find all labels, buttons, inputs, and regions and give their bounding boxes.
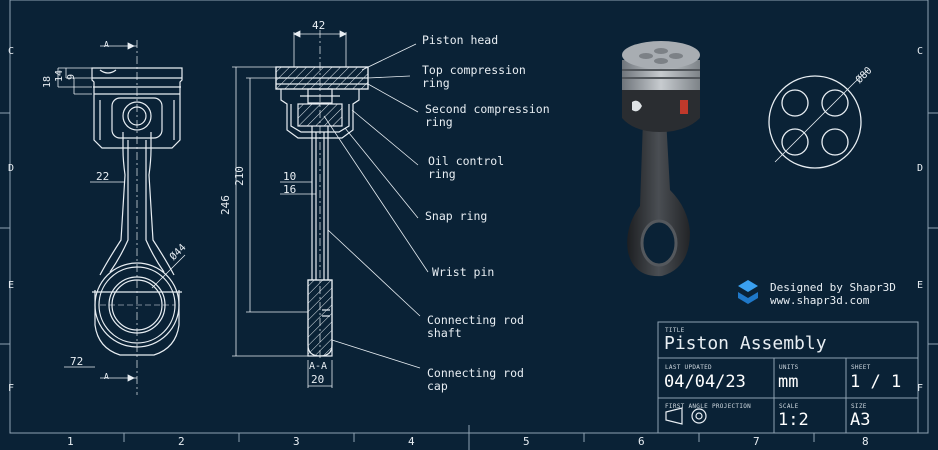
projection-caption: FIRST ANGLE PROJECTION [665, 403, 752, 410]
units-value: mm [778, 372, 799, 392]
dim-cap-width: 20 [311, 373, 325, 386]
brand-text: Designed by Shapr3D www.shapr3d.com [770, 281, 896, 307]
column-label-8: 8 [862, 435, 869, 448]
callout-wrist-pin: Wrist pin [432, 265, 495, 279]
dim-height-18: 18 [42, 75, 53, 88]
callout-piston-head: Piston head [422, 33, 499, 47]
row-label-right-d: D [917, 163, 924, 174]
first-angle-projection-icon [665, 407, 707, 425]
row-label-right-f: F [917, 383, 924, 394]
dim-shaft-width: 16 [283, 183, 297, 196]
section-view-dimensions [232, 30, 347, 388]
column-label-3: 3 [293, 435, 300, 448]
section-marker-bottom: A [104, 372, 109, 381]
callout-snap-ring: Snap ring [425, 209, 488, 223]
drawing-title: Piston Assembly [664, 333, 827, 354]
row-label-left-c: C [8, 46, 15, 57]
row-label-left-f: F [8, 383, 15, 394]
updated-value: 04/04/23 [664, 372, 746, 392]
dim-height-9: 9 [66, 73, 77, 80]
column-label-6: 6 [638, 435, 645, 448]
sheet-value: 1 / 1 [850, 372, 902, 392]
section-view-drawing [275, 30, 369, 360]
units-caption: UNITS [779, 364, 799, 371]
top-view-drawing [768, 69, 869, 169]
dim-beam-width: 22 [96, 170, 110, 183]
column-label-4: 4 [408, 435, 415, 448]
scale-caption: SCALE [779, 403, 799, 410]
brand-line-1: Designed by Shapr3D [770, 281, 896, 294]
updated-caption: LAST UPDATED [665, 364, 712, 371]
dim-rod-length-246: 246 [219, 195, 232, 215]
piston-render [622, 41, 700, 277]
callout-connecting-rod-shaft: Connecting rod shaft [427, 313, 524, 340]
size-value: A3 [850, 410, 871, 430]
dim-height-14: 14 [54, 69, 65, 82]
size-caption: SIZE [851, 403, 867, 410]
dim-pin-dia: 10 [283, 170, 297, 183]
row-label-right-c: C [917, 46, 924, 57]
row-label-left-d: D [8, 163, 15, 174]
sheet-caption: SHEET [851, 364, 871, 371]
row-label-left-e: E [8, 280, 15, 291]
callout-oil-control-ring: Oil control ring [428, 154, 505, 181]
dim-head-width: 42 [312, 19, 326, 32]
column-label-2: 2 [178, 435, 185, 448]
dim-big-end-width: 72 [70, 355, 84, 368]
row-label-right-e: E [917, 280, 924, 291]
title-block-frame [657, 321, 919, 434]
brand-line-2: www.shapr3d.com [770, 294, 870, 307]
front-view-drawing [91, 40, 183, 395]
callout-top-compression-ring: Top compression ring [422, 63, 526, 90]
scale-value: 1:2 [778, 410, 809, 430]
dim-rod-length-210: 210 [233, 166, 246, 186]
callout-second-compression-ring: Second compression ring [425, 102, 550, 129]
section-label: A-A [309, 361, 328, 372]
callout-connecting-rod-cap: Connecting rod cap [427, 366, 524, 393]
section-marker-top: A [104, 40, 109, 49]
column-label-1: 1 [67, 435, 74, 448]
column-label-7: 7 [753, 435, 760, 448]
callout-leaders [323, 43, 429, 369]
column-label-5: 5 [523, 435, 530, 448]
title-caption: TITLE [665, 327, 685, 334]
shapr3d-logo [738, 280, 758, 304]
front-view-dimensions [57, 42, 186, 382]
